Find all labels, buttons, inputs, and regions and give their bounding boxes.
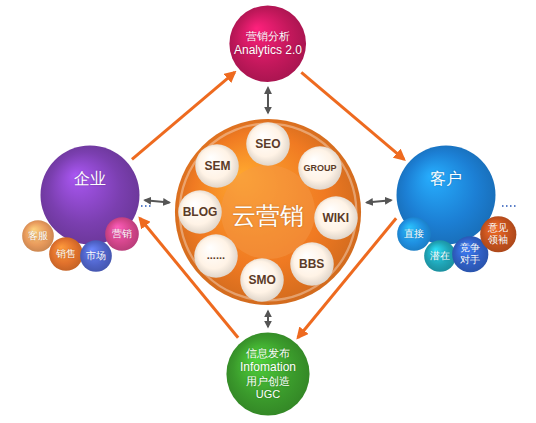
node-label: BLOG [183, 205, 218, 219]
text-group: 市场 [86, 250, 106, 262]
node-label: 客户 [430, 169, 462, 188]
circle-fill [49, 237, 83, 271]
dotted-mark [141, 205, 151, 207]
channel-circle: BBS [290, 242, 334, 286]
circle-fill [194, 234, 238, 278]
circle-fill [424, 240, 456, 272]
node-label: WIKI [322, 211, 349, 225]
node-label: 客服 [28, 230, 48, 242]
text-group: BBS [299, 257, 324, 271]
text-group: 企业 [74, 169, 106, 188]
text-group: BLOG [183, 205, 218, 219]
circle-fill [175, 119, 361, 305]
node-label: 竞争对手 [459, 242, 481, 266]
circle-fill [226, 332, 309, 415]
circle-fill [480, 216, 516, 252]
circle-fill [397, 217, 431, 251]
circle-fill [298, 147, 342, 191]
node-label: SMO [248, 273, 275, 287]
channel-circle: SMO [240, 258, 284, 302]
role-circle: 营销 [105, 217, 139, 251]
text-group: 销售 [56, 248, 76, 260]
node-label: SEM [204, 159, 230, 173]
channel-circle: BLOG [178, 190, 222, 234]
text-group: 客服 [28, 230, 48, 242]
text-group: SEM [204, 159, 230, 173]
cloud-marketing-hub: 云营销 SEO SEM GROUP BLOG WIKI...... SMO BBS [174, 118, 362, 306]
text-group: SMO [248, 273, 275, 287]
customer-type-circle: 意见领袖 [480, 216, 517, 253]
node-label: 市场 [86, 250, 106, 262]
text-group: 信息发布Infomation用户创造UGC [240, 347, 296, 401]
circle-fill [240, 258, 284, 302]
customer-circle: 客户直接潜在竞争对手意见领袖 [396, 145, 496, 245]
node-label: SEO [255, 137, 280, 151]
node-label: 云营销 [232, 202, 304, 231]
circle-fill [314, 196, 358, 240]
role-circle: 市场 [80, 240, 112, 272]
circle-fill [230, 6, 307, 83]
channel-circle: ...... [194, 234, 238, 278]
text-group: SEO [255, 137, 280, 151]
node-label: 用户创造 [246, 375, 290, 388]
text-group: 云营销 [232, 202, 304, 231]
flow-arrow [267, 88, 269, 113]
circle-fill [196, 145, 240, 189]
text-group: 直接 [404, 228, 424, 240]
flow-arrow [145, 200, 170, 202]
role-circle: 客服 [22, 220, 54, 252]
enterprise-circle: 企业客服销售市场营销 [40, 145, 140, 245]
circle-fill [105, 217, 139, 251]
text-group: 客户 [430, 169, 462, 188]
node-label: GROUP [304, 163, 337, 174]
node-label: 意见领袖 [487, 222, 509, 246]
node-label: 营销分析 [246, 30, 290, 43]
text-group: GROUP [304, 163, 337, 174]
role-circle: 销售 [49, 237, 83, 271]
circle-fill [80, 240, 112, 272]
channel-circle: WIKI [314, 196, 358, 240]
node-label: 销售 [56, 248, 76, 260]
circle-fill [246, 122, 290, 166]
channel-circle: SEO [246, 122, 290, 166]
node-label: 企业 [74, 169, 106, 188]
node-label: 营销 [112, 228, 132, 240]
hub-ring [180, 124, 357, 301]
node-label: 信息发布 [246, 347, 290, 360]
text-group: ...... [207, 249, 225, 262]
node-label: Infomation [240, 360, 296, 374]
circle-fill [41, 146, 140, 245]
text-group: 营销分析Analytics 2.0 [234, 30, 302, 58]
node-label: BBS [299, 257, 324, 271]
node-label: Analytics 2.0 [234, 43, 302, 57]
node-label: 直接 [404, 228, 424, 240]
circle-fill [22, 220, 54, 252]
analytics-circle: 营销分析Analytics 2.0 [229, 5, 306, 82]
dotted-mark [502, 205, 518, 207]
channel-circle: GROUP [298, 146, 342, 190]
circle-fill [290, 242, 334, 286]
customer-type-circle: 潜在 [424, 240, 456, 272]
text-group: 意见领袖 [487, 222, 509, 246]
channel-circle: SEM [195, 144, 239, 188]
text-group: WIKI [322, 211, 349, 225]
information-circle: 信息发布Infomation用户创造UGC [226, 332, 310, 416]
text-group: 营销 [112, 228, 132, 240]
text-group: 竞争对手 [459, 242, 481, 266]
circle-fill [178, 190, 222, 234]
customer-type-circle: 直接 [397, 217, 431, 251]
flow-arrow [267, 311, 269, 327]
node-label: 潜在 [430, 250, 450, 262]
flow-arrow [367, 200, 392, 202]
text-group: 潜在 [430, 250, 450, 262]
node-label: ...... [207, 249, 225, 262]
node-label: UGC [256, 388, 280, 401]
